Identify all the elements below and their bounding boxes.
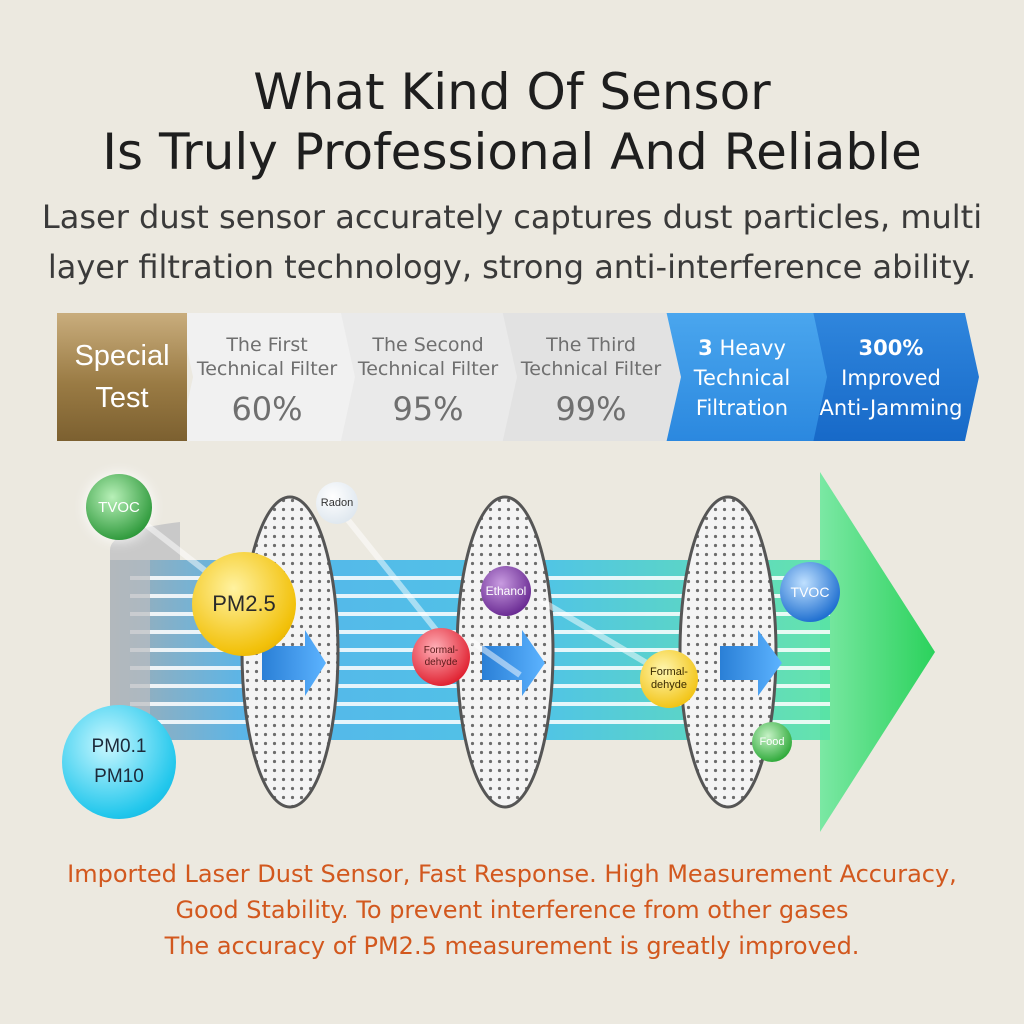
particle-formaldehyde-red: Formal- dehyde [412,628,470,686]
stage-third-filter: The Third Technical Filter 99% [501,313,681,441]
stage-first-filter: The First Technical Filter 60% [179,313,355,441]
particle-pm25: PM2.5 [192,552,296,656]
anti-jamming-line-2: Improved [841,366,941,390]
pm01-label: PM0.1 [91,736,147,757]
heavy-line-3: Filtration [695,396,789,420]
second-filter-line-1: The Second [372,334,484,356]
title-line-2: Is Truly Professional And Reliable [102,123,922,181]
footer-line-3: The accuracy of PM2.5 measurement is gre… [164,932,860,960]
subtitle-line-1: Laser dust sensor accurately captures du… [41,198,983,236]
third-filter-value: 99% [555,390,627,428]
radon-label: Radon [320,497,354,509]
output-arrow [820,472,935,832]
filter-stage-band: 300% Improved Anti-Jamming 3 Heavy Techn… [57,313,979,441]
anti-jamming-percent: 300% [858,336,924,360]
subtitle: Laser dust sensor accurately captures du… [40,192,984,292]
title-line-1: What Kind Of Sensor [253,63,771,121]
heavy-number: 3 [698,336,713,360]
subtitle-line-2: layer filtration technology, strong anti… [47,248,977,286]
first-filter-value: 60% [231,390,303,428]
stage-anti-jamming: 300% Improved Anti-Jamming [803,313,979,441]
flow-arrow-3 [720,630,782,696]
third-filter-line-2: Technical Filter [520,358,662,380]
ethanol-label: Ethanol [485,584,527,598]
stage-heavy-filtration: 3 Heavy Technical Filtration [657,313,827,441]
particle-tvoc-right: TVOC [780,562,840,622]
pm25-label: PM2.5 [212,591,276,616]
special-line-2: Test [95,382,149,414]
particle-tvoc-left: TVOC [86,474,152,540]
tvoc-right-label: TVOC [790,584,830,600]
first-filter-line-1: The First [226,334,308,356]
third-filter-line-1: The Third [546,334,636,356]
second-filter-value: 95% [392,390,464,428]
footer-description: Imported Laser Dust Sensor, Fast Respons… [40,856,984,964]
air-inlet [110,522,180,560]
stage-second-filter: The Second Technical Filter 95% [339,313,517,441]
pm10-label: PM10 [94,766,144,787]
particle-radon: Radon [316,482,358,524]
special-line-1: Special [74,340,170,372]
particle-pm01-pm10: PM0.1 PM10 [62,705,176,819]
heavy-word: Heavy [719,336,786,360]
footer-line-2: Good Stability. To prevent interference … [175,896,849,924]
anti-jamming-line-3: Anti-Jamming [819,396,963,420]
filtration-diagram: TVOC Radon PM2.5 PM0.1 PM10 Ethanol Form… [0,460,1024,850]
footer-line-1: Imported Laser Dust Sensor, Fast Respons… [67,860,957,888]
heavy-line-2: Technical [693,366,791,390]
flow-arrow-2 [482,630,545,696]
tvoc-left-label: TVOC [98,498,140,516]
formaldehyde-yellow-label: Formal- dehyde [650,666,688,691]
flow-arrow-1 [262,630,326,696]
particle-food: Food [752,722,792,762]
first-filter-line-2: Technical Filter [196,358,338,380]
heavy-line-1: 3 Heavy [657,333,827,363]
page-title: What Kind Of Sensor Is Truly Professiona… [0,62,1024,182]
special-test-label: Special Test [57,313,187,441]
food-label: Food [759,736,785,748]
formaldehyde-red-label: Formal- dehyde [423,645,459,668]
particle-ethanol: Ethanol [481,566,531,616]
particle-formaldehyde-yellow: Formal- dehyde [640,650,698,708]
second-filter-line-2: Technical Filter [357,358,499,380]
